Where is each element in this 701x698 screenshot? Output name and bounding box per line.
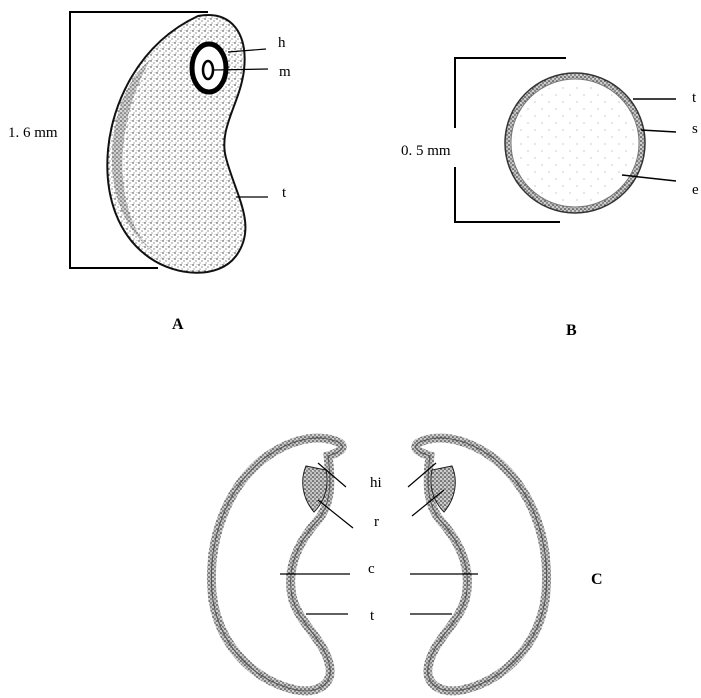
panel-label-c: C	[591, 571, 603, 588]
micropyle	[203, 61, 213, 79]
panel-label-b: B	[566, 322, 577, 339]
dimension-label-b: 0. 5 mm	[401, 143, 451, 159]
leader-s-b	[641, 130, 676, 132]
label-t-a: t	[282, 185, 287, 201]
label-e-b: e	[692, 182, 699, 198]
label-s-b: s	[692, 121, 698, 137]
figure-a: 1. 6 mm h m t A	[8, 12, 291, 333]
figure-c: hi r c t C	[211, 438, 602, 691]
endosperm-b	[514, 82, 636, 204]
dimension-label-a: 1. 6 mm	[8, 125, 58, 141]
label-h-a: h	[278, 35, 286, 51]
panel-label-a: A	[172, 316, 184, 333]
label-m-a: m	[279, 64, 291, 80]
label-t-b: t	[692, 90, 697, 106]
label-hi-c: hi	[370, 475, 382, 491]
label-r-c: r	[374, 514, 379, 530]
label-c-c: c	[368, 561, 375, 577]
label-t-c: t	[370, 608, 375, 624]
figure-b: 0. 5 mm t s e B	[401, 58, 699, 339]
